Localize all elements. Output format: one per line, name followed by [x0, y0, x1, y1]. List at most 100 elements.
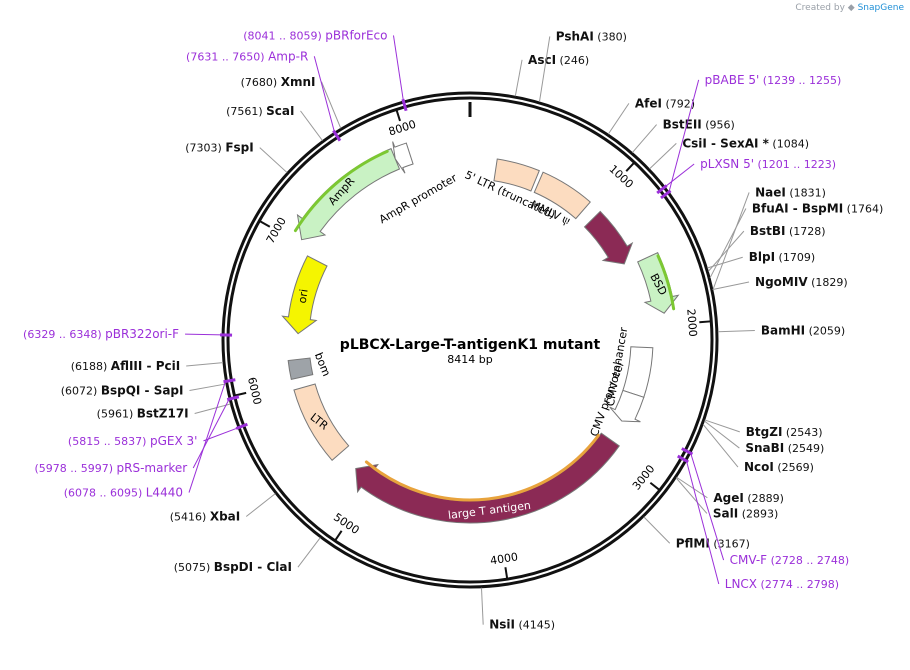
feature-bom[interactable] — [287, 357, 314, 380]
primer-label-cmv-f[interactable]: CMV-F (2728 .. 2748) — [730, 553, 850, 567]
enzyme-label-csii-sexai[interactable]: CsiI - SexAI * (1084) — [682, 136, 809, 150]
primer-label-lncx[interactable]: LNCX (2774 .. 2798) — [725, 577, 839, 591]
enzyme-label-bstz17i[interactable]: (5961) BstZ17I — [97, 407, 189, 421]
primer-range-pbabe-5: (1239 .. 1255) — [759, 74, 841, 87]
primer-label-prs-marker[interactable]: (5978 .. 5997) pRS-marker — [34, 461, 187, 475]
primer-label-plxsn-5[interactable]: pLXSN 5' (1201 .. 1223) — [700, 157, 836, 171]
feature-label-ampr-promoter: AmpR promoter — [377, 171, 460, 226]
enzyme-label-fspi[interactable]: (7303) FspI — [185, 141, 253, 155]
enzyme-name-bfuai-bspmi: BfuAI - BspMI — [752, 202, 843, 216]
enzyme-position-pflmi: (3167) — [710, 537, 750, 550]
enzyme-label-afliii-pcii[interactable]: (6188) AflIII - PciI — [71, 359, 180, 373]
primer-name-cmv-f: CMV-F — [730, 553, 768, 567]
enzyme-label-nsii[interactable]: NsiI (4145) — [489, 618, 555, 632]
primer-name-l4440: L4440 — [146, 486, 183, 500]
feature-ampr-promoter[interactable] — [392, 141, 414, 174]
enzyme-label-ngomiv[interactable]: NgoMIV (1829) — [755, 275, 848, 289]
primer-site-lncx — [677, 454, 689, 464]
primer-site-plxsn-5 — [656, 184, 668, 195]
primer-leader-plxsn-5 — [664, 163, 695, 188]
feature-cmv-enhancer[interactable] — [622, 346, 654, 398]
snapgene-logo-icon: ◆ — [847, 3, 855, 13]
enzyme-label-bsteii[interactable]: BstEII (956) — [663, 118, 735, 132]
backbone-layer — [221, 91, 719, 589]
primer-name-prs-marker: pRS-marker — [117, 461, 188, 475]
primer-label-amp-r[interactable]: (7631 .. 7650) Amp-R — [186, 49, 308, 63]
enzyme-leader-bamhi — [717, 330, 755, 333]
feature-5-ltr-truncated[interactable] — [493, 158, 540, 192]
tick-6000 — [234, 391, 247, 397]
primer-range-pbr322ori-f: (6329 .. 6348) — [23, 328, 105, 341]
tick-label-3000: 3000 — [630, 462, 658, 492]
enzyme-position-nsii: (4145) — [515, 619, 555, 632]
enzyme-leader-asci — [514, 59, 523, 97]
enzyme-label-ncoi[interactable]: NcoI (2569) — [744, 460, 814, 474]
enzyme-label-agei[interactable]: AgeI (2889) — [713, 491, 784, 505]
orf-large-t-antigen — [364, 433, 600, 502]
enzyme-name-btgzi: BtgZI — [746, 425, 783, 439]
features-layer: MMLV ψ5' LTR (truncated)gag (truncated)B… — [281, 141, 680, 524]
enzyme-label-xmni[interactable]: (7680) XmnI — [241, 75, 316, 89]
enzyme-leader-afliii-pcii — [186, 362, 224, 367]
snapgene-credit: Created by ◆ SnapGene — [795, 3, 904, 13]
enzyme-name-bsteii: BstEII — [663, 118, 702, 132]
enzyme-label-xbai[interactable]: (5416) XbaI — [170, 510, 240, 524]
enzyme-label-pflmi[interactable]: PflMI (3167) — [676, 536, 750, 550]
primer-name-pbr322ori-f: pBR322ori-F — [105, 327, 179, 341]
enzyme-label-asci[interactable]: AscI (246) — [528, 53, 589, 67]
orf-bsd — [656, 254, 676, 311]
primer-label-pbabe-5[interactable]: pBABE 5' (1239 .. 1255) — [705, 73, 842, 87]
enzyme-name-afliii-pcii: AflIII - PciI — [111, 359, 180, 373]
enzyme-label-bspdi-clai[interactable]: (5075) BspDI - ClaI — [174, 560, 292, 574]
enzyme-label-sali[interactable]: SalI (2893) — [713, 506, 778, 520]
primer-label-pgex-3[interactable]: (5815 .. 5837) pGEX 3' — [68, 434, 198, 448]
enzyme-label-snabi[interactable]: SnaBI (2549) — [745, 441, 824, 455]
feature-ampr[interactable] — [296, 147, 401, 241]
enzyme-label-bamhi[interactable]: BamHI (2059) — [761, 324, 845, 338]
tick-4000 — [504, 567, 509, 580]
primer-leader-l4440 — [188, 381, 226, 493]
primer-site-l4440 — [223, 378, 236, 384]
primer-label-l4440[interactable]: (6078 .. 6095) L4440 — [64, 486, 183, 500]
primer-label-pbr322ori-f[interactable]: (6329 .. 6348) pBR322ori-F — [23, 327, 179, 341]
feature-gag-truncated[interactable] — [583, 210, 634, 265]
feature-ori[interactable] — [281, 255, 328, 335]
enzyme-position-csii-sexai: (1084) — [769, 137, 809, 150]
enzyme-label-bspqi-sapi[interactable]: (6072) BspQI - SapI — [61, 383, 184, 397]
feature-ltr[interactable] — [293, 383, 350, 461]
enzyme-label-blpi[interactable]: BlpI (1709) — [749, 250, 815, 264]
enzyme-label-pshai[interactable]: PshAI (380) — [556, 29, 627, 43]
enzyme-position-bamhi: (2059) — [805, 325, 845, 338]
enzyme-position-snabi: (2549) — [784, 442, 824, 455]
enzyme-label-bfuai-bspmi[interactable]: BfuAI - BspMI (1764) — [752, 202, 883, 216]
primer-range-pbrforeco: (8041 .. 8059) — [243, 29, 325, 42]
enzyme-label-bstbi[interactable]: BstBI (1728) — [750, 224, 826, 238]
enzyme-name-fspi: FspI — [225, 141, 253, 155]
enzyme-label-afei[interactable]: AfeI (792) — [635, 96, 695, 110]
primer-site-pgex-3 — [235, 422, 248, 430]
enzyme-position-sali: (2893) — [738, 507, 778, 520]
primer-name-amp-r: Amp-R — [268, 49, 308, 63]
primer-leader-pbr322ori-f — [185, 333, 223, 336]
enzyme-position-ncoi: (2569) — [774, 461, 814, 474]
enzyme-position-bspdi-clai: (5075) — [174, 561, 214, 574]
enzyme-name-pshai: PshAI — [556, 29, 594, 43]
enzyme-position-naei: (1831) — [786, 186, 826, 199]
feature-cmv-promoter[interactable] — [609, 389, 645, 423]
enzyme-label-btgzi[interactable]: BtgZI (2543) — [746, 425, 823, 439]
primer-leader-amp-r — [313, 56, 335, 133]
feature-label-ori: ori — [296, 288, 311, 304]
enzyme-label-naei[interactable]: NaeI (1831) — [755, 185, 826, 199]
primer-site-cmv-f — [681, 447, 694, 456]
tick-label-5000: 5000 — [331, 511, 361, 537]
enzyme-leader-ngomiv — [712, 281, 750, 291]
feature-mmlv[interactable] — [533, 171, 591, 220]
enzyme-name-snabi: SnaBI — [745, 441, 784, 455]
enzyme-position-afliii-pcii: (6188) — [71, 360, 111, 373]
enzyme-label-scai[interactable]: (7561) ScaI — [226, 104, 294, 118]
primer-name-plxsn-5: pLXSN 5' — [700, 157, 754, 171]
enzyme-name-xbai: XbaI — [210, 510, 240, 524]
primer-range-l4440: (6078 .. 6095) — [64, 487, 146, 500]
enzyme-name-bspqi-sapi: BspQI - SapI — [101, 383, 184, 397]
primer-label-pbrforeco[interactable]: (8041 .. 8059) pBRforEco — [243, 28, 387, 42]
